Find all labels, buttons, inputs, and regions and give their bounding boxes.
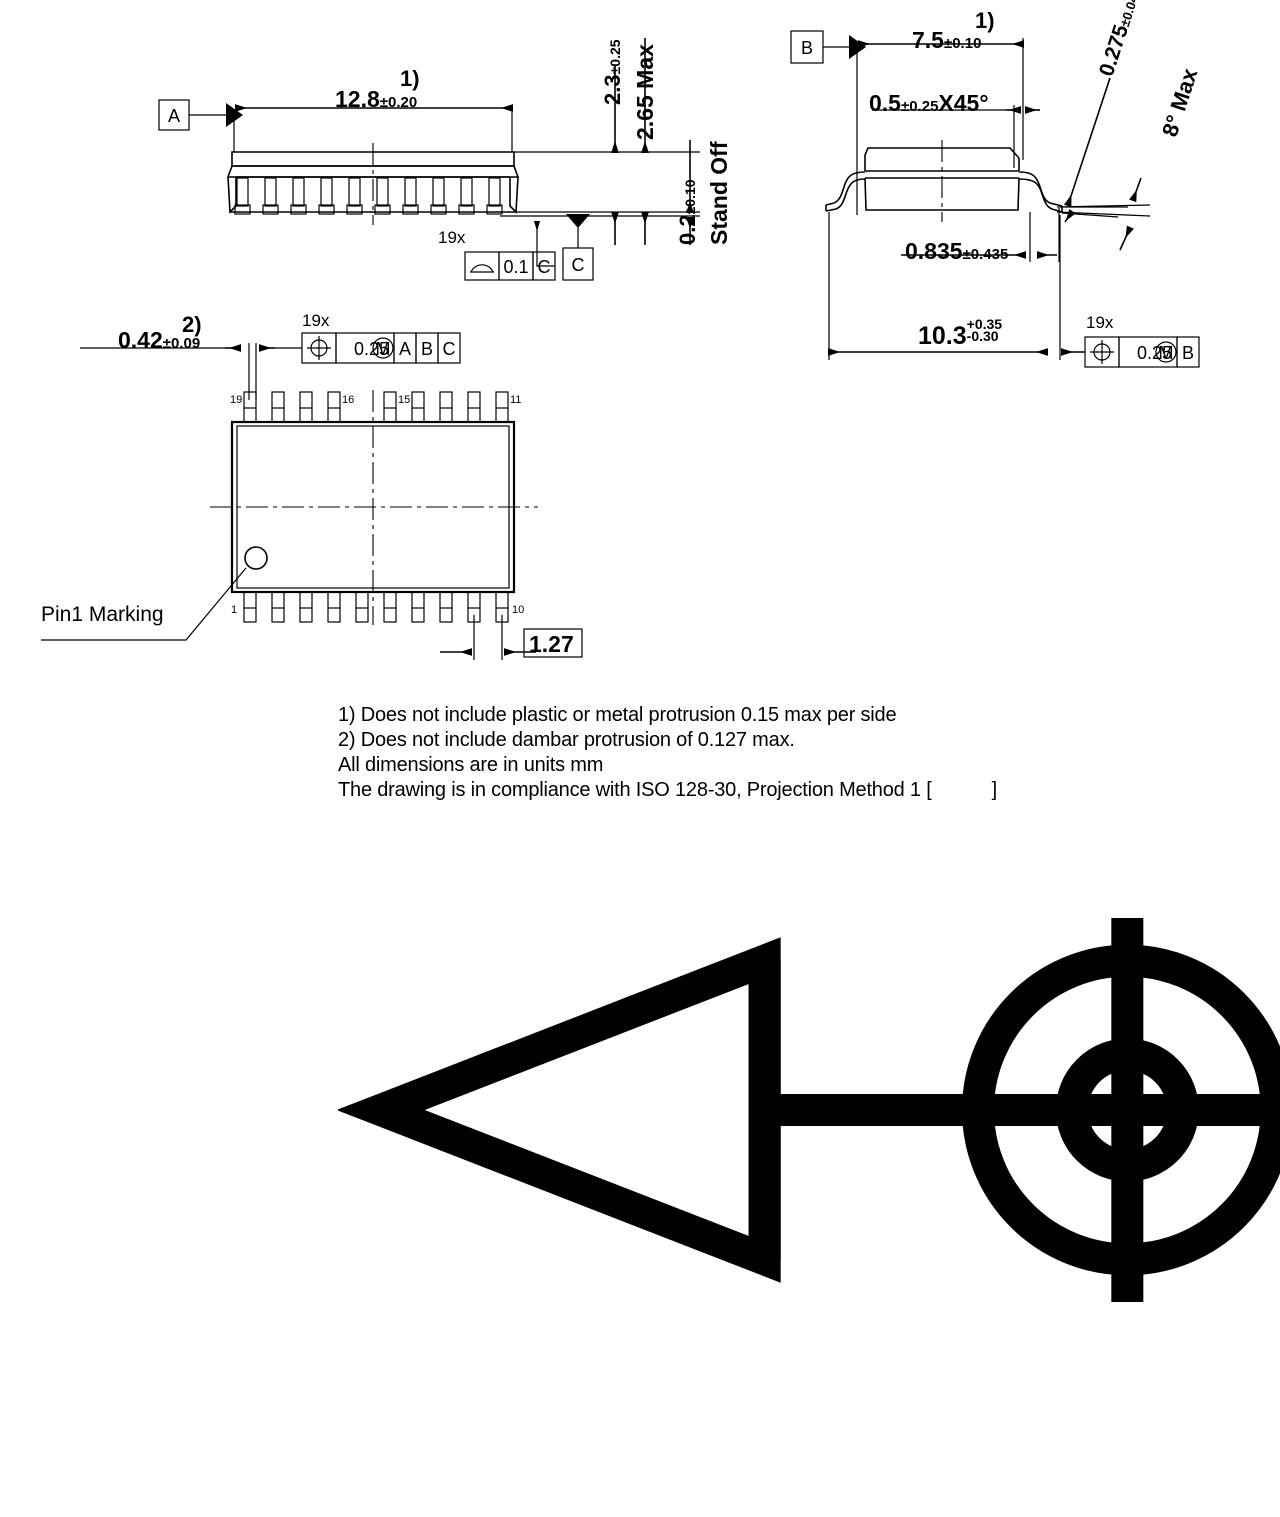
plan-leads-top: 19 16 15 11 — [230, 391, 521, 423]
side-position-value: 0.25 — [1137, 343, 1172, 363]
dim-tol-10p3-minus: -0.30 — [966, 328, 999, 344]
dim-tol-0p42: ±0.09 — [162, 335, 201, 352]
front-qty-19x: 19x — [438, 228, 466, 247]
dim-tol-0p2: ±0.10 — [682, 179, 698, 215]
dim-label-7p5: 7.5±0.10 — [912, 27, 981, 54]
side-position-control-frame: 0.25 M B — [1084, 336, 1200, 368]
standoff-label: Stand Off — [706, 141, 732, 246]
dim-span-10p3 — [828, 212, 1085, 360]
flatness-control-frame: 0.1 C — [464, 221, 556, 281]
dim-pitch-1p27 — [440, 615, 583, 660]
front-view-body — [226, 143, 520, 225]
datum-c-letter: C — [572, 255, 585, 275]
dim-width-7p5 — [858, 38, 1024, 160]
pin1-marking-label: Pin1 Marking — [41, 603, 164, 626]
plan-position-datum-b: B — [421, 339, 433, 359]
dim-value-0p5: 0.5 — [869, 90, 901, 116]
dim-chamfer-angle: X45° — [938, 90, 989, 116]
dim-tol-0p835: ±0.435 — [962, 246, 1009, 263]
plan-leads-bottom: 1 10 — [231, 591, 524, 623]
dim-label-2p65max: 2.65 Max — [632, 44, 658, 140]
flatness-datum: C — [538, 257, 551, 277]
pin-number-11: 11 — [510, 394, 521, 406]
dim-length-12p8 — [235, 104, 513, 152]
dim-label-10p3: 10.3 +0.35 -0.30 — [918, 316, 1003, 350]
plan-position-control-frame: 0.25 M A B C — [301, 332, 461, 364]
dim-angle-8deg — [1056, 177, 1151, 251]
side-qty-19x: 19x — [1086, 313, 1114, 332]
drawing-canvas: .ln{stroke:#000;fill:none;stroke-width:1… — [41, 0, 1280, 1302]
dim-label-chamfer: 0.5±0.25X45° — [869, 90, 989, 117]
front-view-leads — [234, 177, 503, 215]
datum-c-triangle — [566, 214, 590, 228]
plan-position-datum-c: C — [443, 339, 456, 359]
side-note-ref: 1) — [975, 8, 995, 33]
side-position-modifier: M — [1159, 343, 1174, 363]
plan-view: 0.25 M A B C — [41, 332, 583, 660]
note-units: All dimensions are in units mm — [338, 754, 604, 776]
note-1: 1) Does not include plastic or metal pro… — [338, 704, 897, 726]
dim-value-2p3: 2.3 — [600, 74, 625, 105]
plan-position-datum-a: A — [399, 339, 411, 359]
side-view: B — [790, 30, 1200, 368]
package-drawing-svg: .ln{stroke:#000;fill:none;stroke-width:1… — [41, 30, 1200, 660]
dim-label-12p8: 12.8±0.20 — [335, 86, 417, 113]
datum-c-symbol: C — [562, 214, 594, 281]
datum-b-letter: B — [801, 38, 813, 58]
dim-tol-7p5: ±0.10 — [943, 35, 982, 52]
plan-note-ref: 2) — [182, 312, 202, 337]
side-view-body — [825, 140, 1063, 222]
dim-tol-2p3: ±0.25 — [607, 39, 623, 75]
dim-lead-thickness-0p275 — [1061, 77, 1128, 223]
iso-projection-method-1-icon — [338, 780, 1280, 1302]
note-iso-bracket-close: ] — [991, 779, 998, 801]
pin1-marking — [41, 546, 268, 641]
side-position-datum: B — [1182, 343, 1194, 363]
plan-position-value: 0.25 — [354, 339, 389, 359]
dim-tol-0p5: ±0.25 — [900, 98, 939, 115]
datum-a-letter: A — [168, 106, 180, 126]
dim-label-2p3: 2.3±0.25 — [600, 39, 626, 105]
datum-a-symbol: A — [158, 99, 243, 152]
pin-number-19: 19 — [230, 394, 242, 406]
dim-lead-width-0p42 — [80, 343, 302, 400]
dim-tol-10p3-plus: +0.35 — [966, 316, 1003, 332]
dim-foot-0p835 — [901, 208, 1060, 262]
pin-number-16: 16 — [342, 394, 354, 406]
dim-label-0p835: 0.835±0.435 — [905, 238, 1008, 265]
dim-value-12p8: 12.8 — [335, 86, 380, 112]
plan-position-modifier: M — [376, 339, 391, 359]
note-2: 2) Does not include dambar protrusion of… — [338, 729, 795, 751]
note-iso-text: The drawing is in compliance with ISO 12… — [338, 779, 932, 801]
dim-chamfer-0p5 — [872, 105, 1040, 168]
front-note-ref: 1) — [400, 66, 420, 91]
dim-label-pitch-1p27: 1.27 — [529, 631, 574, 657]
dim-value-7p5: 7.5 — [912, 27, 944, 53]
dim-value-0p42: 0.42 — [118, 327, 163, 353]
pin-number-15: 15 — [398, 394, 410, 406]
flatness-value: 0.1 — [503, 257, 528, 277]
drawing-notes: 1) Does not include plastic or metal pro… — [338, 703, 1280, 1302]
front-view: A — [158, 38, 700, 281]
note-iso: The drawing is in compliance with ISO 12… — [338, 778, 1280, 1302]
pin-number-10: 10 — [512, 604, 524, 616]
dim-value-0p835: 0.835 — [905, 238, 963, 264]
plan-qty-19x: 19x — [302, 311, 330, 330]
datum-b-symbol: B — [790, 30, 866, 215]
pin-number-1: 1 — [231, 604, 237, 616]
dim-label-0p42: 0.42±0.09 — [118, 327, 200, 354]
dim-value-0p2: 0.2 — [675, 214, 700, 245]
dim-tol-12p8: ±0.20 — [379, 94, 418, 111]
dim-label-standoff-value: 0.2±0.10 — [675, 179, 701, 245]
dim-value-10p3: 10.3 — [918, 322, 967, 350]
